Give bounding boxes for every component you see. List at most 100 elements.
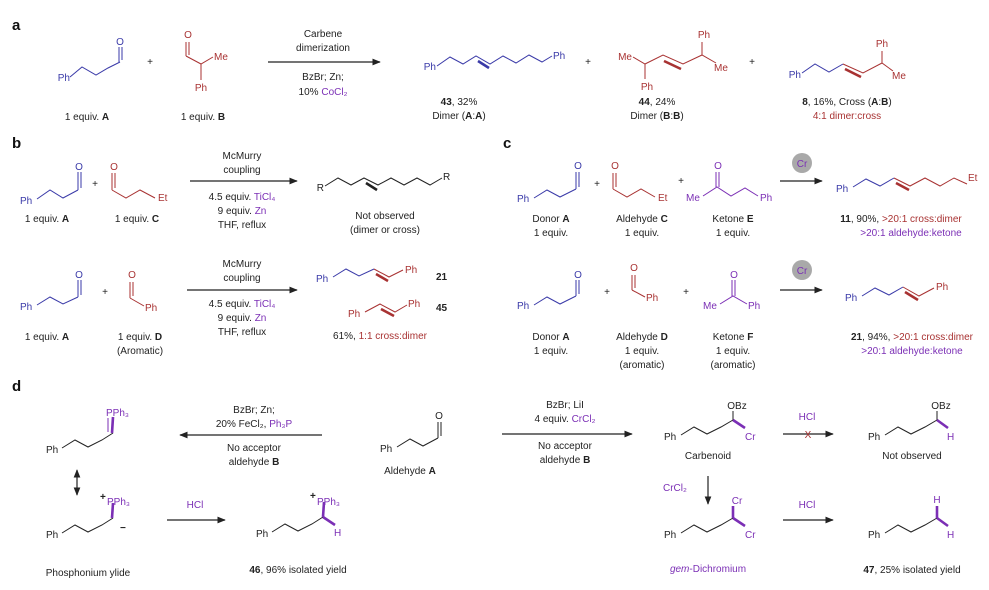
label-ketone-e: Ketone E: [712, 214, 753, 225]
product-11: Ph Et: [836, 173, 978, 195]
svg-text:Me: Me: [703, 301, 717, 312]
product-46: Ph + PPh₃ H: [256, 491, 341, 540]
svg-text:R: R: [443, 172, 450, 183]
product-not-observed: R R: [317, 172, 450, 194]
svg-text:Ph: Ph: [517, 194, 529, 205]
svg-text:Ph: Ph: [46, 530, 58, 541]
panel-label-a: a: [12, 17, 21, 34]
condition-mcmurry: McMurry: [223, 259, 262, 270]
svg-text:Me: Me: [618, 52, 632, 63]
label-44-yield: 44, 24%: [639, 97, 676, 108]
label-donor-a: Donor A: [532, 332, 569, 343]
label-11-yield: 11, 90%, >20:1 cross:dimer: [840, 214, 962, 225]
condition-aldehyde-b: aldehyde B: [540, 455, 591, 466]
label-21-selectivity: >20:1 aldehyde:ketone: [861, 346, 963, 357]
plus-sign: +: [585, 57, 591, 68]
svg-text:OBz: OBz: [931, 401, 950, 412]
svg-text:OBz: OBz: [727, 401, 746, 412]
svg-text:PPh₃: PPh₃: [317, 497, 340, 508]
label-gem-dichromium: gem-Dichromium: [670, 564, 746, 575]
molecule-donor-a: Ph O: [517, 161, 582, 205]
label-47-yield: 47, 25% isolated yield: [863, 565, 960, 576]
molecule-aldehyde-c: O Et: [611, 161, 668, 204]
product-47: Ph H H: [868, 495, 954, 541]
svg-text:Ph: Ph: [195, 83, 207, 94]
label-46-yield: 46, 96% isolated yield: [249, 565, 346, 576]
condition-hcl: HCl: [187, 500, 204, 511]
molecule-phosphonium-ylide: Ph + PPh₃ −: [46, 492, 130, 541]
svg-text:R: R: [317, 183, 324, 194]
svg-text:Et: Et: [158, 193, 168, 204]
svg-text:O: O: [435, 411, 443, 422]
plus-sign: +: [92, 179, 98, 190]
svg-text:Et: Et: [968, 173, 978, 184]
label-aldehyde-d: Aldehyde D: [616, 332, 668, 343]
plus-sign: +: [102, 287, 108, 298]
condition-ticl4: 4.5 equiv. TiCl₄: [209, 192, 276, 203]
label-1-equiv-d: 1 equiv. D: [118, 332, 162, 343]
svg-text:H: H: [334, 528, 341, 539]
plus-sign: +: [678, 176, 684, 187]
label-1-equiv-a: 1 equiv. A: [25, 214, 69, 225]
svg-text:O: O: [184, 30, 192, 41]
product-21: Ph Ph: [845, 282, 948, 304]
svg-text:Cr: Cr: [745, 530, 756, 541]
label-aromatic: (aromatic): [619, 360, 664, 371]
svg-text:O: O: [128, 270, 136, 281]
svg-text:Ph: Ph: [20, 302, 32, 313]
svg-text:Ph: Ph: [868, 432, 880, 443]
molecule-aldehyde-a: Ph O: [58, 37, 124, 84]
svg-text:Ph: Ph: [646, 293, 658, 304]
label-aromatic: (Aromatic): [117, 346, 163, 357]
svg-text:O: O: [714, 161, 722, 172]
svg-text:Me: Me: [214, 52, 228, 63]
svg-text:Ph: Ph: [836, 184, 848, 195]
svg-text:Cr: Cr: [797, 159, 808, 170]
label-ketone-f: Ketone F: [713, 332, 754, 343]
condition-carbene: Carbene: [304, 29, 343, 40]
label-21-45-yield: 61%, 1:1 cross:dimer: [333, 331, 428, 342]
molecule-carbenoid: Ph OBz Cr: [664, 401, 756, 443]
condition-hcl: HCl: [799, 412, 816, 423]
svg-text:Cr: Cr: [745, 432, 756, 443]
label-not-observed: Not observed: [355, 211, 414, 222]
svg-text:Ph: Ph: [936, 282, 948, 293]
svg-text:PPh₃: PPh₃: [107, 497, 130, 508]
molecule-gem-dichromium: Ph Cr Cr: [664, 496, 756, 541]
svg-text:O: O: [116, 37, 124, 48]
svg-text:Cr: Cr: [797, 266, 808, 277]
product-not-observed: Ph OBz H: [868, 401, 954, 443]
svg-text:Ph: Ph: [876, 39, 888, 50]
product-8: Ph Ph Me: [789, 39, 907, 82]
molecule-ketone-e: Me O Ph: [686, 161, 772, 204]
svg-text:Ph: Ph: [405, 265, 417, 276]
condition-zn: 9 equiv. Zn: [218, 206, 267, 217]
svg-text:Ph: Ph: [698, 30, 710, 41]
product-21: Ph Ph 21: [316, 265, 448, 285]
svg-text:21: 21: [436, 272, 448, 283]
molecule-aldehyde-d: O Ph: [128, 270, 157, 314]
molecule-aldehyde-d: O Ph: [630, 263, 658, 304]
product-44: Me Ph Ph Me: [618, 30, 728, 93]
svg-text:PPh₃: PPh₃: [106, 408, 129, 419]
svg-text:Ph: Ph: [664, 530, 676, 541]
svg-text:Ph: Ph: [845, 293, 857, 304]
label-44-type: Dimer (B:B): [630, 111, 683, 122]
condition-cocl2: 10% CoCl₂: [299, 87, 348, 98]
condition-coupling: coupling: [223, 165, 260, 176]
x-mark-icon: X: [805, 430, 812, 441]
product-43: Ph Ph: [424, 51, 565, 73]
svg-text:Ph: Ph: [748, 301, 760, 312]
condition-bzbr-zn: BzBr; Zn;: [302, 72, 344, 83]
label-1-equiv-a: 1 equiv. A: [65, 112, 109, 123]
label-1-equiv: 1 equiv.: [625, 228, 659, 239]
label-not-observed: Not observed: [882, 451, 941, 462]
svg-text:O: O: [730, 270, 738, 281]
svg-text:H: H: [947, 530, 954, 541]
svg-text:Ph: Ph: [517, 301, 529, 312]
svg-text:O: O: [75, 162, 83, 173]
product-45: Ph Ph 45: [348, 299, 448, 320]
svg-text:Ph: Ph: [58, 73, 70, 84]
